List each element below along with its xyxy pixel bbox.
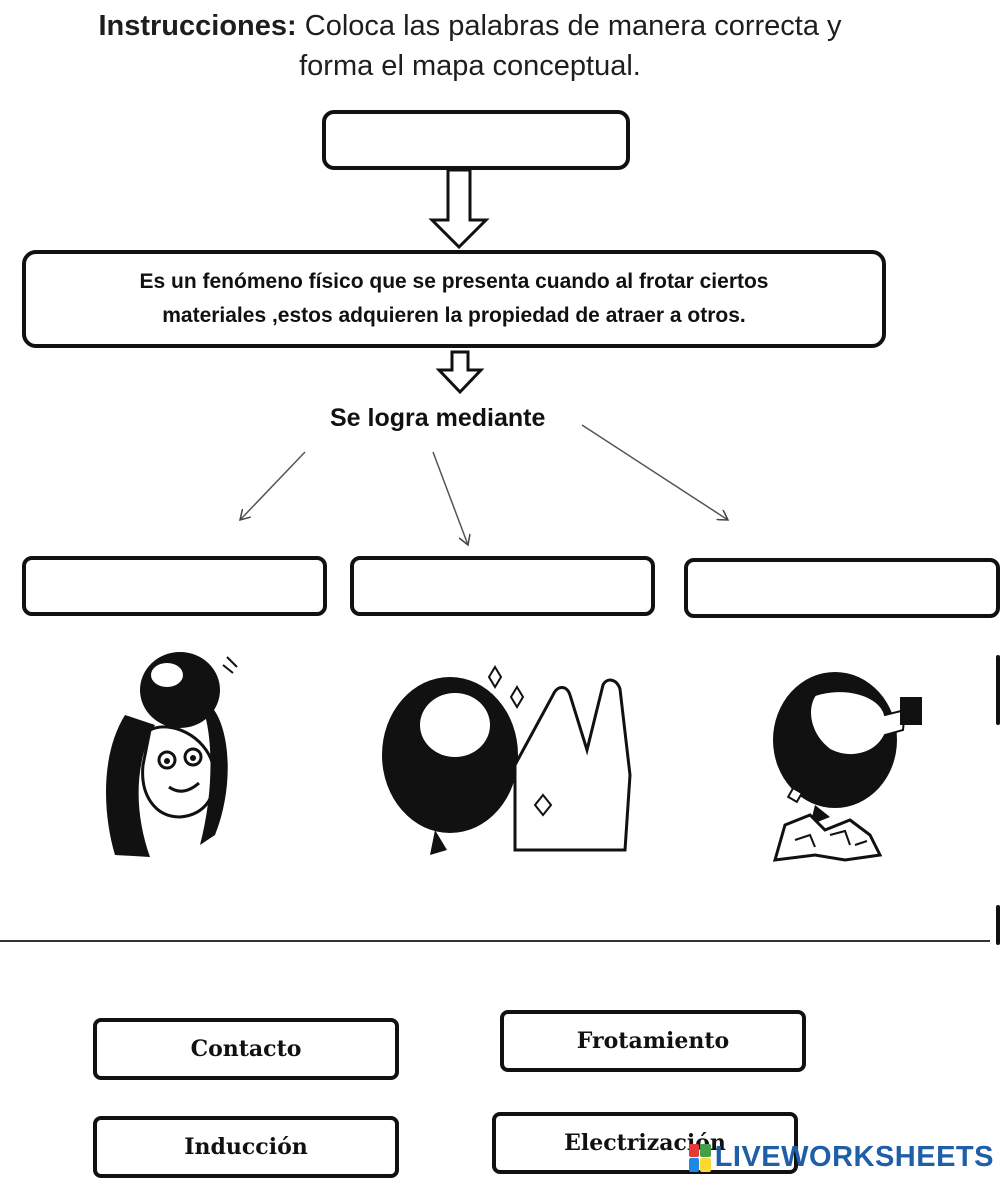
word-chip-induccion[interactable]: Inducción <box>93 1116 399 1178</box>
arrow-right <box>581 424 728 520</box>
illustration-contacto <box>382 665 632 855</box>
arrow-down-large <box>428 168 490 250</box>
instructions-text-line2: forma el mapa conceptual. <box>299 50 641 82</box>
drop-box-method-2[interactable] <box>350 556 655 616</box>
edge-mark-bottom <box>996 905 1000 945</box>
instructions-text-line1: Coloca las palabras de manera correcta y <box>304 10 842 42</box>
word-chip-contacto-label: Contacto <box>190 1036 302 1062</box>
illustration-induccion <box>772 672 922 862</box>
liveworksheets-watermark: LIVEWORKSHEETS <box>688 1141 994 1174</box>
drop-box-main-concept[interactable] <box>322 110 630 170</box>
arrow-down-small <box>436 350 484 395</box>
definition-box: Es un fenómeno físico que se presenta cu… <box>22 250 886 348</box>
word-chip-frotamiento-label: Frotamiento <box>576 1028 730 1054</box>
liveworksheets-text: LIVEWORKSHEETS <box>714 1141 994 1173</box>
drop-box-method-1[interactable] <box>22 556 327 616</box>
instructions: Instrucciones: Coloca las palabras de ma… <box>0 6 940 86</box>
subtitle-se-logra: Se logra mediante <box>330 404 546 432</box>
word-chip-induccion-label: Inducción <box>184 1134 308 1160</box>
word-chip-contacto[interactable]: Contacto <box>93 1018 399 1080</box>
edge-mark-top <box>996 655 1000 725</box>
definition-line1: Es un fenómeno físico que se presenta cu… <box>139 270 769 293</box>
illustration-frotamiento <box>105 652 238 857</box>
word-bank-divider <box>0 940 990 942</box>
instructions-label: Instrucciones: <box>98 10 297 42</box>
arrow-left <box>240 451 306 520</box>
arrow-middle <box>432 451 468 545</box>
word-chip-frotamiento[interactable]: Frotamiento <box>500 1010 806 1072</box>
word-chip-electrizacion[interactable]: Electrización <box>492 1112 798 1174</box>
branch-arrows <box>0 424 1000 560</box>
definition-line2: materiales ,estos adquieren la propiedad… <box>162 304 746 327</box>
liveworksheets-logo-icon <box>688 1143 711 1172</box>
drop-box-method-3[interactable] <box>684 558 1000 618</box>
